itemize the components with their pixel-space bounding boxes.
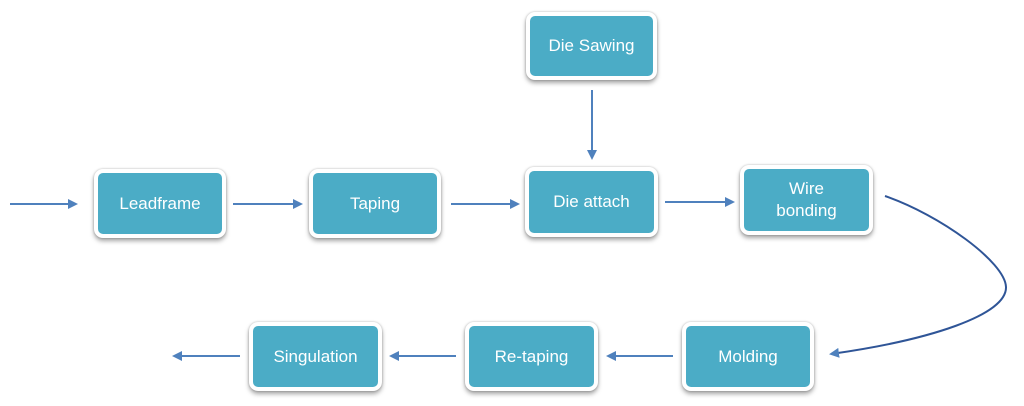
node-singulation: Singulation bbox=[249, 322, 382, 391]
node-re-taping: Re-taping bbox=[465, 322, 598, 391]
node-die-attach: Die attach bbox=[525, 167, 658, 237]
node-leadframe: Leadframe bbox=[94, 169, 226, 238]
arrow-wire-bonding-to-molding bbox=[829, 195, 1008, 358]
node-taping: Taping bbox=[309, 169, 441, 238]
node-molding: Molding bbox=[682, 322, 814, 391]
node-die-sawing: Die Sawing bbox=[526, 12, 657, 80]
node-wire-bonding: Wire bonding bbox=[740, 165, 873, 235]
